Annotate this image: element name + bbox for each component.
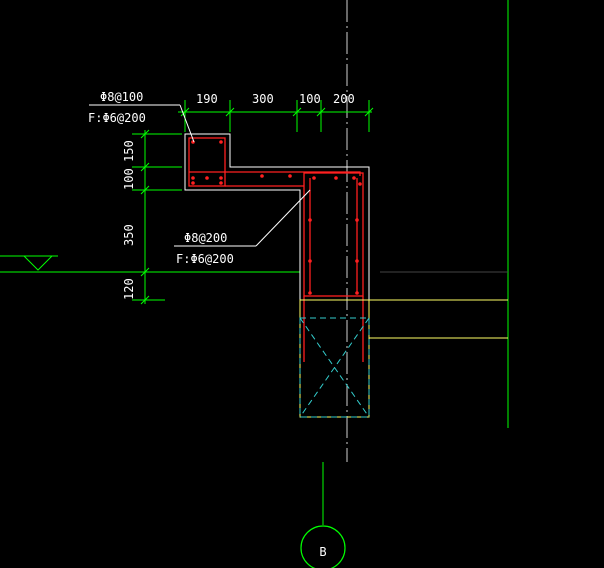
left-dimension-chain [132, 129, 182, 305]
rebar-note-2-leader [174, 189, 311, 247]
top-dim-3: 100 [299, 92, 321, 106]
left-dim-3: 350 [122, 224, 136, 246]
axis-label: B [319, 545, 326, 559]
left-dim-4: 120 [122, 278, 136, 300]
level-triangle-icon [0, 255, 58, 271]
rebar-note-1-line1: Φ8@100 [100, 90, 143, 104]
axis-bubble-icon [300, 525, 346, 568]
hidden-footing-lines [299, 317, 370, 418]
rebar-note-1-leader [89, 104, 195, 143]
left-dim-1: 150 [122, 140, 136, 162]
rebar-note-2-line2: F:Φ6@200 [176, 252, 234, 266]
rebar-dots [191, 140, 362, 295]
rebar-note-2-line1: Φ8@200 [184, 231, 227, 245]
left-dim-2: 100 [122, 168, 136, 190]
rebar-note-1-line2: F:Φ6@200 [88, 111, 146, 125]
top-dim-2: 300 [252, 92, 274, 106]
rebar-cage [188, 137, 364, 362]
top-dim-4: 200 [333, 92, 355, 106]
top-dimension-chain [178, 100, 374, 132]
top-dim-1: 190 [196, 92, 218, 106]
